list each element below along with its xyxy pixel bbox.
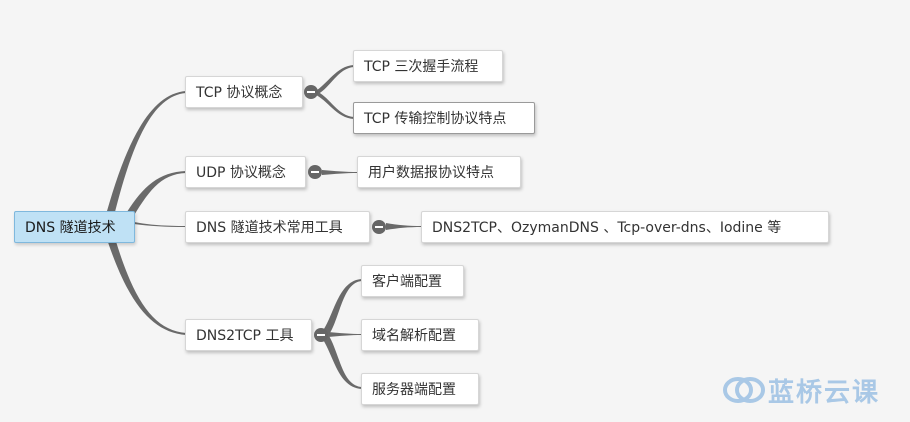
link-tcp-child1: [314, 65, 354, 94]
leaf-tools-list[interactable]: DNS2TCP、OzymanDNS 、Tcp-over-dns、Iodine 等: [421, 211, 829, 243]
link-udp-child1: [322, 170, 358, 175]
leaf-tcp-features[interactable]: TCP 传输控制协议特点: [353, 102, 535, 134]
leaf-client-config[interactable]: 客户端配置: [361, 265, 464, 297]
link-tools-child1: [386, 223, 422, 230]
leaf-tcp-handshake[interactable]: TCP 三次握手流程: [353, 50, 503, 82]
branch-udp-concept[interactable]: UDP 协议概念: [185, 156, 306, 188]
collapse-toggle-icon[interactable]: [314, 328, 328, 342]
link-dns2tcp-child1: [322, 279, 362, 336]
branch-dns2tcp-tool[interactable]: DNS2TCP 工具: [185, 319, 312, 351]
leaf-udp-features[interactable]: 用户数据报协议特点: [357, 156, 521, 188]
branch-tcp-concept[interactable]: TCP 协议概念: [185, 76, 303, 108]
leaf-server-config[interactable]: 服务器端配置: [361, 373, 479, 405]
link-tcp-child2: [314, 92, 354, 119]
link-dns2tcp-child2: [328, 332, 362, 337]
link-root-dns2tcp: [104, 228, 186, 335]
branch-dns-tools[interactable]: DNS 隧道技术常用工具: [185, 211, 370, 243]
leaf-dns-config[interactable]: 域名解析配置: [361, 319, 479, 351]
link-root-tools: [134, 222, 186, 227]
collapse-toggle-icon[interactable]: [304, 85, 318, 99]
root-node[interactable]: DNS 隧道技术: [14, 211, 135, 243]
brand-logo: 蓝桥云课: [722, 372, 880, 408]
logo-text: 蓝桥云课: [768, 377, 881, 408]
link-root-tcp: [104, 91, 186, 224]
collapse-toggle-icon[interactable]: [308, 165, 322, 179]
cloud-logo-icon: [723, 377, 765, 403]
collapse-toggle-icon[interactable]: [372, 220, 386, 234]
link-dns2tcp-child3: [322, 334, 362, 389]
